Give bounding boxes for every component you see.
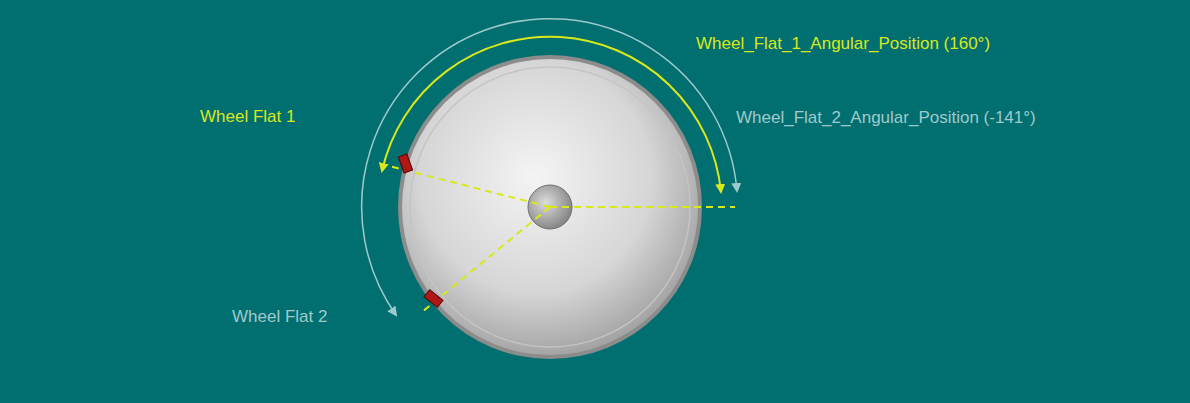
angle-label: Wheel_Flat_1_Angular_Position (160°) bbox=[696, 34, 990, 54]
flat-label: Wheel Flat 2 bbox=[232, 307, 327, 327]
wheel-flat-2-mark bbox=[424, 290, 443, 308]
radius-lines bbox=[385, 165, 735, 312]
flat-2-angle-arc bbox=[362, 19, 737, 315]
wheel-rim bbox=[398, 55, 702, 359]
wheel-flat-1-mark bbox=[398, 154, 412, 173]
angle-label: Wheel_Flat_2_Angular_Position (-141°) bbox=[736, 108, 1036, 128]
flat-label: Wheel Flat 1 bbox=[200, 107, 295, 127]
wheel-disc bbox=[402, 59, 698, 355]
flat-1-angle-arc bbox=[382, 37, 721, 192]
